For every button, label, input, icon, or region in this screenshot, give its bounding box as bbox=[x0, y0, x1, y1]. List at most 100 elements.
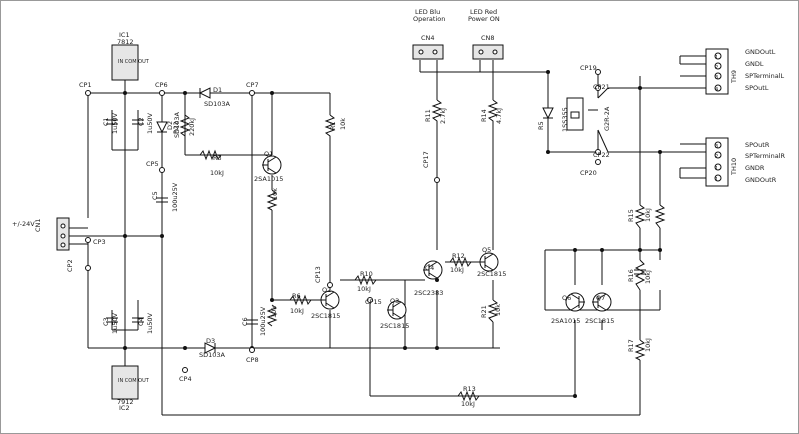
th9-pin-num-1: 1 bbox=[715, 55, 718, 61]
cp22-label: CP22 bbox=[593, 151, 610, 159]
cp7-label: CP7 bbox=[246, 81, 259, 89]
transistors bbox=[262, 155, 612, 320]
r16-resistor bbox=[634, 259, 646, 291]
r14-value: 4.7kJ bbox=[495, 108, 503, 124]
q5-label: Q5 bbox=[482, 246, 491, 254]
th9-pin-num-4: 4 bbox=[715, 87, 718, 93]
cp17-label: CP17 bbox=[422, 151, 430, 168]
relay-g2r-2a bbox=[566, 87, 609, 153]
r12-label: R12 bbox=[452, 252, 465, 260]
q6-part: 2SA1015 bbox=[551, 317, 580, 325]
cn1-connector bbox=[56, 217, 70, 251]
r16-value: 10kJ bbox=[644, 270, 652, 284]
r11-label: R11 bbox=[424, 109, 432, 122]
th9-pin-num-3: 3 bbox=[715, 75, 718, 81]
r4-resistor bbox=[266, 304, 278, 327]
cp19-label: CP19 bbox=[580, 64, 597, 72]
r5-diode bbox=[542, 107, 554, 120]
r6-value: 10kJ bbox=[290, 307, 304, 315]
q1-part: 2SA1015 bbox=[254, 175, 283, 183]
r3-resistor bbox=[199, 149, 225, 161]
th10-pin0: GNDOutR bbox=[745, 176, 777, 184]
c6-label: C6 bbox=[241, 317, 249, 326]
th10-pin-num-3: 3 bbox=[715, 144, 718, 150]
c4-value: 1u50V bbox=[146, 312, 154, 334]
relay-label: G2R-2A bbox=[603, 106, 611, 131]
th10-pin-num-1: 1 bbox=[715, 166, 718, 172]
d1-diode bbox=[198, 87, 211, 99]
c1-label: C1 bbox=[102, 117, 110, 126]
q3-part: 2SC1815 bbox=[380, 322, 409, 330]
th10-pin-num-0: 1 bbox=[715, 177, 718, 183]
ic1-part: 7812 bbox=[117, 38, 134, 46]
r10-label: R10 bbox=[360, 270, 373, 278]
th10-label: TH10 bbox=[730, 158, 738, 176]
r-right-resistor bbox=[654, 204, 666, 229]
q6-transistor bbox=[565, 292, 585, 312]
cp15-label: CP15 bbox=[365, 298, 382, 306]
test-points bbox=[85, 69, 601, 373]
cp21-label: CP21 bbox=[593, 83, 610, 91]
r2-value: 10k bbox=[271, 188, 279, 200]
th9-pin2: GNDL bbox=[745, 60, 764, 68]
cn8-label: CN8 bbox=[481, 34, 495, 42]
ic1-regulator: IN COM OUT bbox=[111, 44, 150, 81]
r15-label: R15 bbox=[627, 209, 635, 222]
q3-transistor bbox=[387, 300, 407, 320]
q7-transistor bbox=[592, 292, 612, 312]
cn4-connector bbox=[412, 44, 444, 60]
th9-pin-num-2: 2 bbox=[715, 65, 718, 71]
r4-value: 10k bbox=[270, 306, 278, 318]
r6-resistor bbox=[289, 294, 312, 306]
ic2-pin-label: IN COM OUT bbox=[118, 378, 150, 384]
cn1-label: CN1 bbox=[34, 218, 42, 232]
r21-resistor bbox=[487, 299, 499, 323]
cn8-desc1: LED Red bbox=[470, 8, 497, 16]
c6-value: 100u25V bbox=[259, 306, 267, 336]
d1-part: SD103A bbox=[204, 100, 231, 108]
th10-pin2: SPTerminalR bbox=[745, 152, 786, 160]
cn4-desc2: Operation bbox=[413, 15, 445, 23]
th10-terminal bbox=[705, 137, 729, 187]
r3-label: R3 bbox=[213, 154, 222, 162]
r1-value: 10k bbox=[339, 118, 347, 130]
resistors bbox=[179, 99, 666, 402]
c5-label: C5 bbox=[151, 191, 159, 200]
cn4-desc1: LED Blu bbox=[415, 8, 440, 16]
ic2-regulator: IN COM OUT bbox=[111, 365, 150, 400]
q4-transistor bbox=[423, 260, 443, 280]
r11-value: 2.7kJ bbox=[439, 108, 447, 124]
r2-resistor bbox=[266, 189, 278, 211]
q5-transistor bbox=[479, 252, 499, 272]
r1-label: R1 bbox=[329, 121, 337, 130]
d2-label: D2 bbox=[166, 121, 174, 130]
cp2-label: CP2 bbox=[66, 259, 74, 272]
r13-resistor bbox=[457, 390, 480, 402]
th9-pin4: SPOutL bbox=[745, 84, 769, 92]
cn1-voltage: +/-24V bbox=[12, 220, 35, 228]
th9-pin1: GNDOutL bbox=[745, 48, 776, 56]
r14-resistor bbox=[487, 99, 499, 130]
capacitors bbox=[106, 119, 646, 325]
r1-resistor bbox=[324, 114, 336, 138]
r22-resistor bbox=[179, 114, 191, 137]
q1-transistor bbox=[262, 155, 282, 175]
cn8-desc2: Power ON bbox=[468, 15, 500, 23]
r21-value: 10k bbox=[494, 304, 502, 316]
r5-label: R5 bbox=[537, 121, 545, 130]
r12-resistor bbox=[449, 256, 472, 268]
cp4-label: CP4 bbox=[179, 375, 192, 383]
cp3-label: CP3 bbox=[93, 238, 106, 246]
c2-label: C2 bbox=[137, 117, 145, 126]
q2-label: Q2 bbox=[322, 286, 331, 294]
cp5-label: CP5 bbox=[146, 160, 159, 168]
r13-value: 10kJ bbox=[461, 400, 475, 408]
q7-label: Q7 bbox=[596, 294, 605, 302]
r10-resistor bbox=[354, 274, 377, 286]
d3-part: SD103A bbox=[199, 351, 226, 359]
cp1-label: CP1 bbox=[79, 81, 92, 89]
th9-pin3: SPTerminalL bbox=[745, 72, 785, 80]
r13-label: R13 bbox=[463, 385, 476, 393]
cp20-label: CP20 bbox=[580, 169, 597, 177]
